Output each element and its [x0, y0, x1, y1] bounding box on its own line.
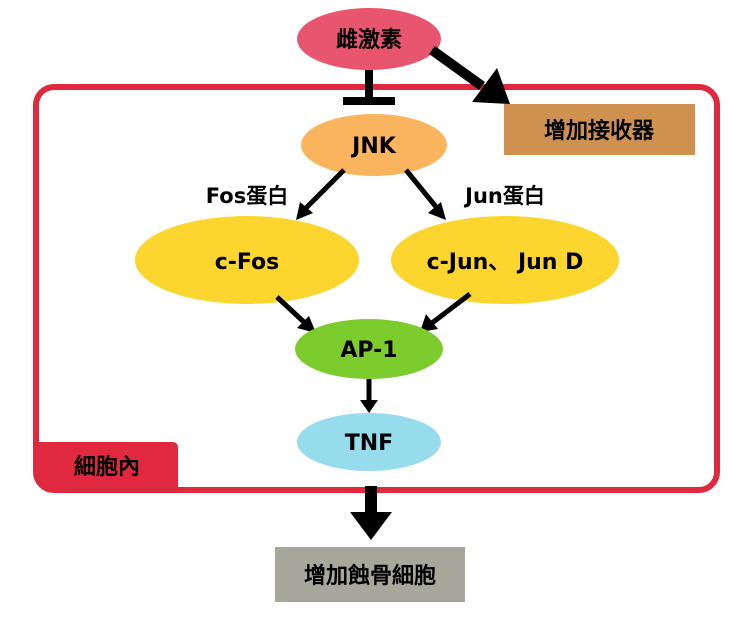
fos-protein-label: Fos蛋白: [206, 184, 288, 208]
jnk-label: JNK: [350, 134, 397, 159]
arrow-estrogen-to-receptor: [429, 45, 485, 91]
ap-1-node: [295, 319, 443, 379]
estrogen-label: 雌激素: [336, 27, 402, 53]
arrow-jnk-to-cjun: [404, 168, 439, 210]
increase-osteoclast-box: [275, 547, 465, 602]
c-jun-jund-label: c-Jun、 Jun D: [427, 250, 584, 275]
increase-receptor-box: [504, 104, 695, 155]
increase-osteoclast-label: 增加蝕骨細胞: [304, 563, 436, 589]
intracellular-label: 細胞內: [74, 454, 140, 480]
jun-protein-label: Jun蛋白: [463, 184, 545, 208]
arrow-cfos-to-ap1: [275, 295, 307, 325]
c-fos-node: [135, 216, 359, 304]
arrowhead-ap1-to-tnf: [360, 400, 378, 413]
tnf-label: TNF: [345, 431, 393, 456]
estrogen-node: [297, 8, 441, 70]
c-jun-jund-node: [391, 216, 619, 304]
intracellular-label-tab: [36, 442, 178, 490]
arrowhead-jnk-to-cfos: [296, 202, 313, 220]
arrow-jnk-to-cfos: [302, 168, 346, 212]
arrowhead-estrogen-to-receptor: [472, 68, 510, 104]
arrowhead-cfos-to-ap1: [297, 316, 316, 333]
jnk-node: [301, 114, 447, 176]
arrowhead-tnf-to-osteoclast: [350, 512, 392, 540]
arrowhead-cjun-to-ap1: [420, 314, 438, 332]
c-fos-label: c-Fos: [215, 250, 280, 275]
increase-receptor-label: 增加接收器: [544, 118, 655, 144]
ap-1-label: AP-1: [340, 338, 397, 363]
arrowhead-jnk-to-cjun: [428, 202, 446, 220]
tnf-node: [297, 413, 441, 471]
arrow-cjun-to-ap1: [430, 292, 472, 325]
